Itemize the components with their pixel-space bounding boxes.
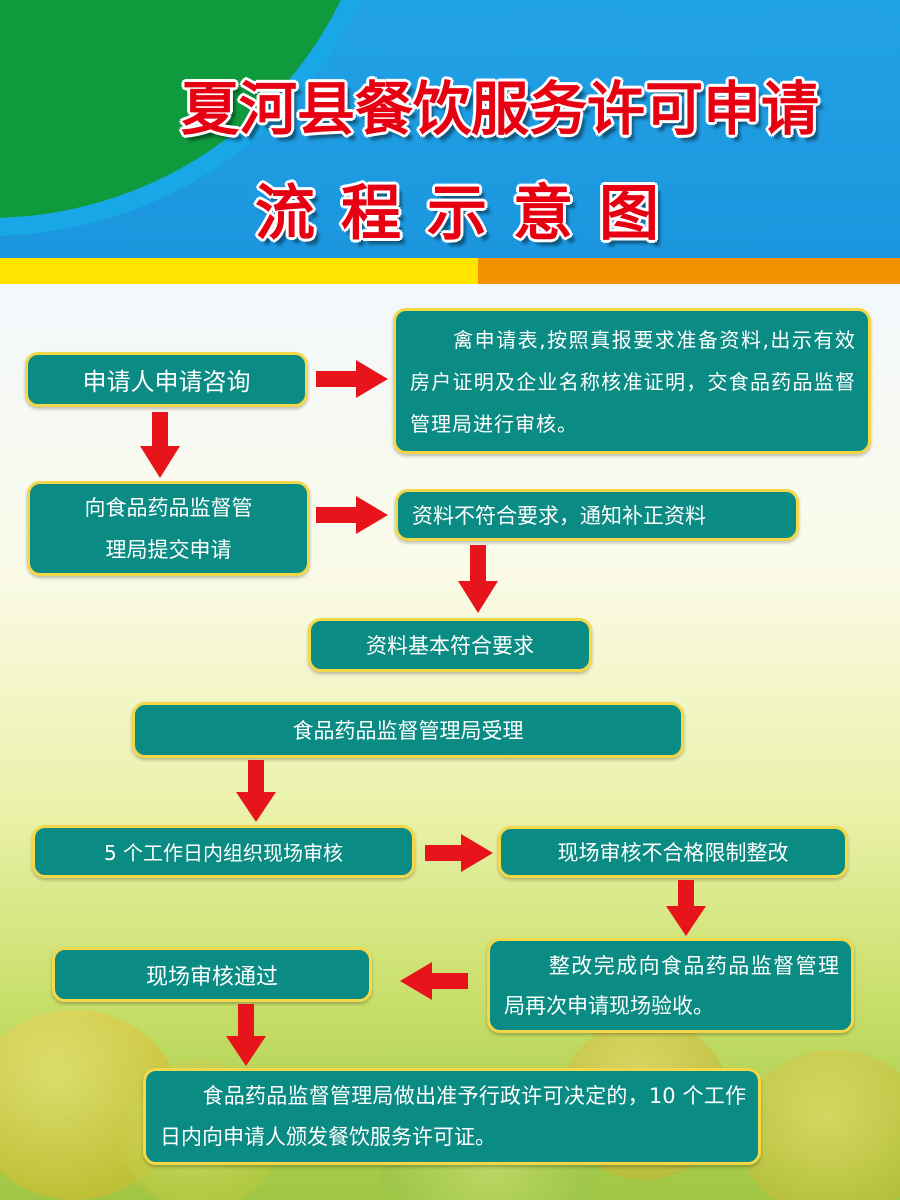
step-passed: 现场审核通过 (52, 947, 372, 1002)
step-decision-text: 食品药品监督管理局做出准予行政许可决定的，10 个工作日内向申请人颁发餐饮服务许… (160, 1084, 746, 1149)
arrow-down-icon (458, 545, 498, 613)
step-basic-compliant: 资料基本符合要求 (308, 618, 592, 672)
arrow-down-icon (226, 1004, 266, 1066)
title-line-2: 流程示意图 (255, 179, 685, 249)
arrow-down-icon (140, 412, 180, 478)
arrow-down-icon (236, 760, 276, 822)
arrow-right-icon (425, 834, 493, 872)
step-consult-text: 申请人申请咨询 (82, 368, 251, 396)
step-rectify: 现场审核不合格限制整改 (498, 826, 848, 878)
step-consult: 申请人申请咨询 (25, 352, 308, 407)
step-reapply: 整改完成向食品药品监督管理局再次申请现场验收。 (487, 938, 854, 1033)
step-decision: 食品药品监督管理局做出准予行政许可决定的，10 个工作日内向申请人颁发餐饮服务许… (143, 1068, 761, 1165)
step-fill-form-text: 禽申请表,按照真报要求准备资料,出示有效房户证明及企业名称核准证明，交食品药品监… (410, 328, 856, 436)
arrow-right-icon (316, 360, 388, 398)
step-basic-compliant-text: 资料基本符合要求 (366, 634, 534, 658)
step-submit: 向食品药品监督管 理局提交申请 (27, 481, 310, 576)
step-not-compliant-text: 资料不符合要求，通知补正资料 (412, 504, 706, 528)
orange-stripe (478, 258, 900, 284)
arrow-left-icon (400, 962, 468, 1000)
yellow-stripe (0, 258, 478, 284)
arrow-down-icon (666, 880, 706, 936)
step-fill-form: 禽申请表,按照真报要求准备资料,出示有效房户证明及企业名称核准证明，交食品药品监… (393, 308, 871, 454)
step-reapply-text: 整改完成向食品药品监督管理局再次申请现场验收。 (504, 954, 839, 1018)
step-rectify-text: 现场审核不合格限制整改 (557, 841, 789, 865)
step-inspect: 5 个工作日内组织现场审核 (32, 825, 415, 878)
step-submit-text-1: 向食品药品监督管 (84, 495, 253, 520)
step-passed-text: 现场审核通过 (145, 964, 278, 990)
step-accept: 食品药品监督管理局受理 (132, 702, 684, 758)
title-line-1: 夏河县餐饮服务许可申请 (180, 75, 819, 143)
step-not-compliant: 资料不符合要求，通知补正资料 (395, 489, 799, 541)
arrow-right-icon (316, 496, 388, 534)
step-accept-text: 食品药品监督管理局受理 (292, 719, 524, 743)
header-banner (0, 0, 900, 258)
step-submit-text-2: 理局提交申请 (105, 537, 232, 562)
step-inspect-text: 5 个工作日内组织现场审核 (103, 841, 344, 865)
vegetable-decoration (740, 1050, 900, 1200)
